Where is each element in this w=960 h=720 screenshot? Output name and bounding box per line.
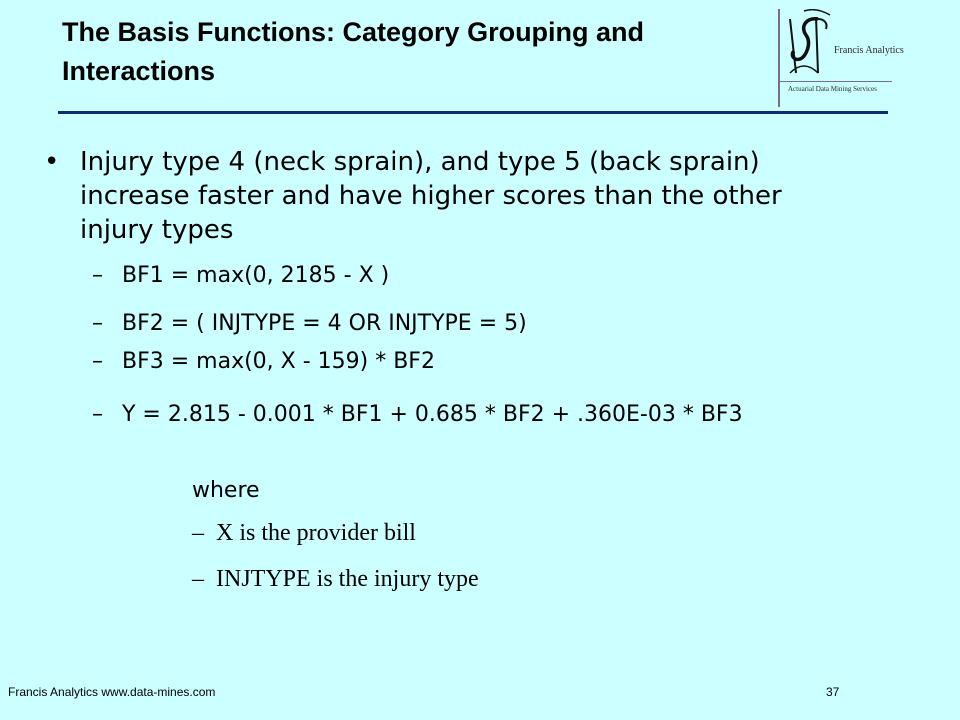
sub-item-text: BF3 = max(0, X - 159) * BF2 [122,349,435,374]
logo-vertical-line [778,9,780,107]
sub-item-bf2: – BF2 = ( INJTYPE = 4 OR INJTYPE = 5) [92,307,812,341]
definition-text: INJTYPE is the injury type [216,566,479,592]
where-label: where [192,478,260,503]
sub-item-text: BF1 = max(0, 2185 - X ) [122,263,390,288]
logo-tagline: Actuarial Data Mining Services [788,85,877,93]
dash-marker: – [192,520,204,546]
sub-item-text: BF2 = ( INJTYPE = 4 OR INJTYPE = 5) [122,311,527,336]
dash-marker: – [92,349,103,374]
dash-marker: – [92,263,103,288]
sub-item-equation: – Y = 2.815 - 0.001 * BF1 + 0.685 * BF2 … [92,398,812,432]
title-underline [58,111,888,114]
dash-marker: – [192,566,204,592]
footer-source: Francis Analytics www.data-mines.com [8,685,216,699]
bullet-marker: • [44,147,60,177]
definition-injtype: – INJTYPE is the injury type [192,563,479,595]
dash-marker: – [92,402,103,427]
dash-marker: – [92,311,103,336]
logo-emblem-icon [789,9,831,74]
francis-analytics-logo: Francis Analytics Actuarial Data Mining … [776,9,904,107]
sub-item-bf1: – BF1 = max(0, 2185 - X ) [92,259,812,293]
main-bullet: • Injury type 4 (neck sprain), and type … [44,145,804,247]
slide-title: The Basis Functions: Category Grouping a… [62,17,645,86]
definition-text: X is the provider bill [216,520,416,546]
page-number: 37 [826,685,840,699]
definition-x: – X is the provider bill [192,517,416,549]
sub-item-text: Y = 2.815 - 0.001 * BF1 + 0.685 * BF2 + … [122,402,743,427]
logo-horizontal-line [778,81,892,82]
main-bullet-text: Injury type 4 (neck sprain), and type 5 … [80,147,782,245]
logo-company-name: Francis Analytics [834,45,904,56]
sub-item-bf3: – BF3 = max(0, X - 159) * BF2 [92,345,812,379]
